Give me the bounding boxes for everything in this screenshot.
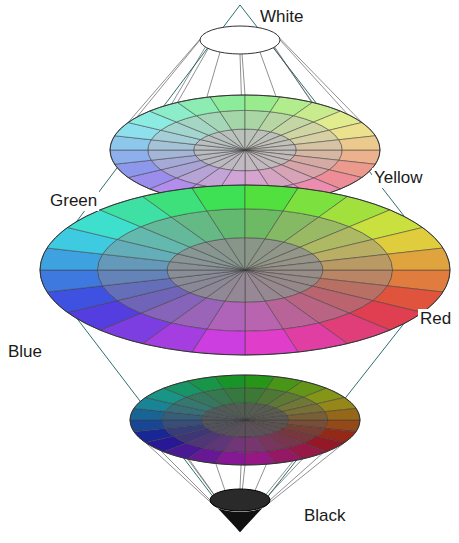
hue-sector: [225, 238, 245, 270]
color-label: Yellow: [372, 168, 425, 188]
hue-sector: [201, 420, 245, 424]
hue-sector: [110, 150, 151, 164]
color-label: Blue: [6, 342, 44, 362]
cone-outline: [40, 5, 446, 532]
hue-sector: [245, 145, 296, 150]
hue-sector: [220, 110, 245, 129]
hue-sector: [388, 248, 450, 270]
hue-sector: [245, 270, 265, 302]
hue-sector: [245, 301, 283, 331]
hue-sector: [148, 150, 196, 160]
hue-sector: [192, 185, 245, 211]
hue-sector: [320, 254, 392, 270]
color-label: Black: [302, 506, 348, 526]
hue-sector: [245, 437, 266, 453]
white-apex: [200, 26, 280, 54]
hue-sector: [245, 329, 298, 355]
hue-sector: [245, 150, 258, 171]
hue-sector: [40, 270, 102, 292]
hue-disks: [40, 95, 450, 465]
hue-sector: [162, 420, 203, 428]
hue-sector: [167, 270, 245, 278]
hue-disk: [40, 185, 450, 355]
hue-sector: [287, 412, 328, 420]
hue-sector: [215, 375, 245, 389]
hue-sector: [339, 136, 380, 150]
hue-sector: [97, 270, 169, 286]
hue-disk: [130, 375, 360, 465]
hue-sector: [245, 416, 289, 420]
hue-sector: [295, 140, 343, 150]
hue-sector: [234, 403, 245, 420]
hue-sector: [194, 150, 245, 155]
hue-sector: [245, 420, 267, 437]
black-apex: [210, 489, 270, 532]
color-label: White: [258, 7, 305, 27]
disk-rim: [130, 375, 360, 465]
hue-sector: [207, 209, 245, 239]
hue-sector: [232, 129, 245, 150]
hue-sector: [130, 420, 165, 432]
cone-ray: [266, 443, 345, 506]
color-label: Green: [48, 191, 99, 211]
hue-sector: [223, 403, 245, 420]
hue-sector: [325, 408, 360, 420]
hue-sector: [245, 420, 256, 437]
disk-rim: [40, 185, 450, 355]
hue-sector: [224, 388, 245, 404]
hue-sector: [245, 451, 275, 465]
cone-ray: [280, 40, 380, 150]
color-label: Red: [418, 309, 453, 329]
hue-sector: [245, 262, 323, 270]
hue-sector: [219, 130, 245, 150]
hue-sector: [245, 150, 271, 170]
hue-sector: [210, 95, 245, 112]
